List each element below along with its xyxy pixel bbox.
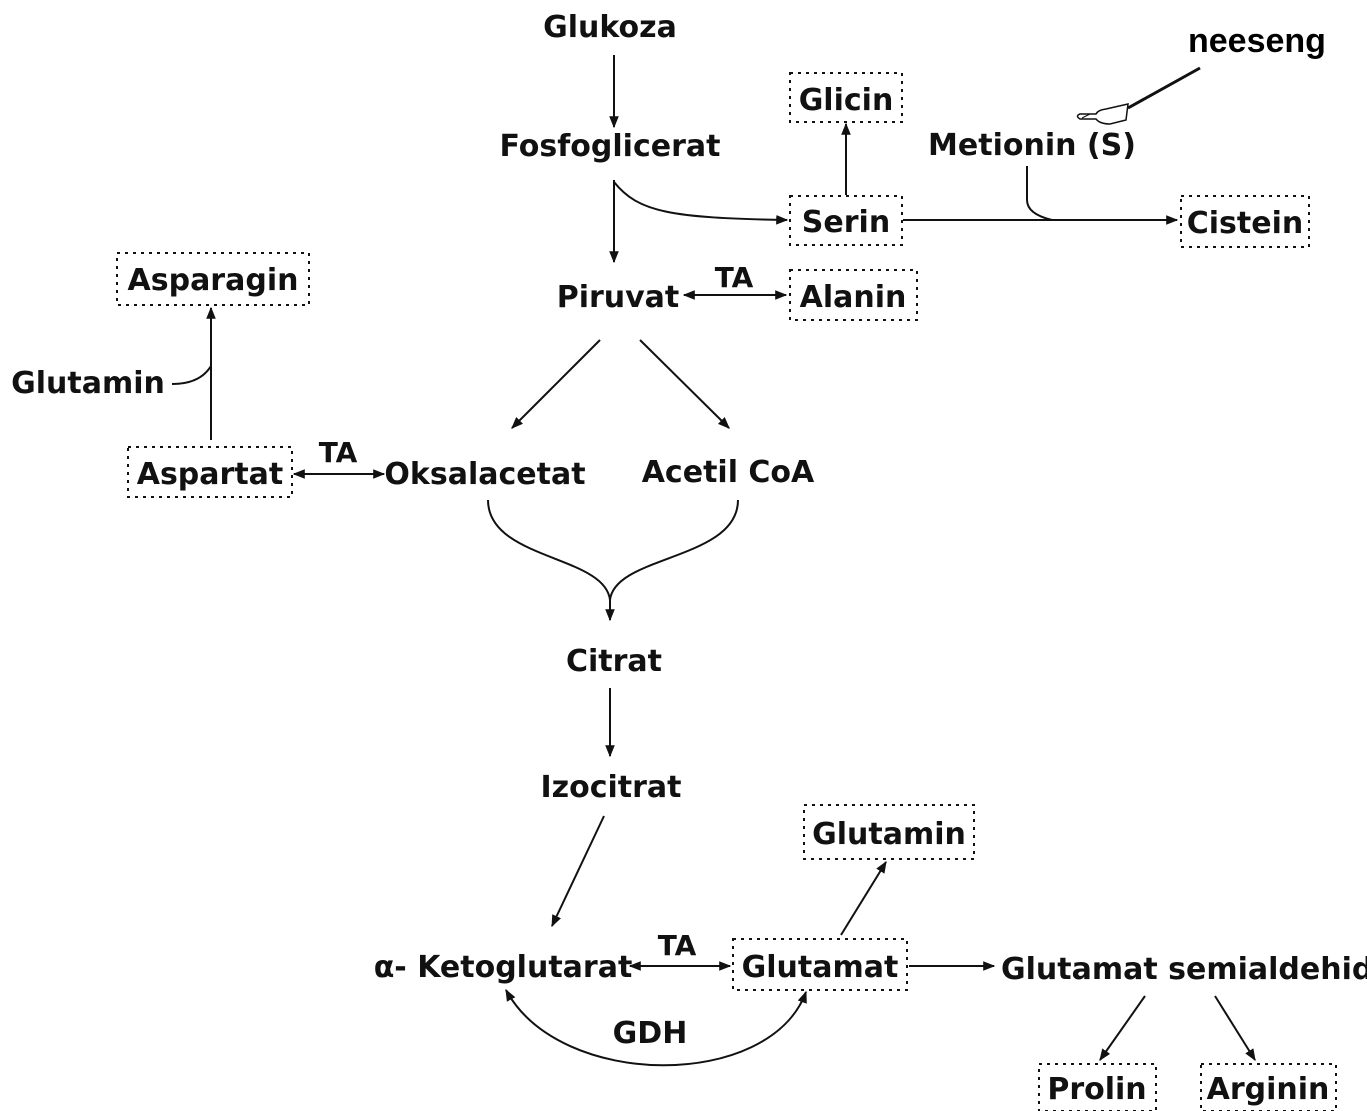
enzyme-ta-ketoglutarat: TA [658,929,697,962]
arrow-semialdehid-prolin [1099,995,1146,1061]
node-acetil-coa: Acetil CoA [642,455,815,490]
node-glukoza: Glukoza [543,10,677,45]
node-asparagin: Asparagin [128,263,299,298]
node-izocitrat: Izocitrat [540,770,681,805]
node-glutamat: Glutamat [742,950,899,985]
serin-box [789,195,903,246]
node-citrat: Citrat [566,644,662,679]
enzyme-ta-piruvat: TA [715,261,754,294]
arrow-izocitrat-ketoglutarat [551,815,605,928]
header-text: neeseng [1188,22,1326,60]
curve-oksalacetat-citrat [487,499,611,601]
glutamat-box [732,938,908,991]
aspartat-box [127,446,293,498]
curve-acetilcoa-citrat [609,499,739,601]
arrow-piruvat-acetilcoa [639,339,730,429]
metionin-sulfur-line [1026,166,1053,221]
node-cistein: Cistein [1187,206,1303,241]
node-metionin: Metionin (S) [928,128,1136,163]
glutamin-input-line [171,365,212,385]
node-alanin: Alanin [800,280,907,315]
alanin-box [789,269,918,321]
arrow-fosfoglicerat-serin [613,181,789,225]
arrow-gdh [505,988,807,1067]
arrow-piruvat-oksalacetat [511,339,601,429]
node-arginin: Arginin [1207,1072,1330,1107]
node-glutamin-right: Glutamin [812,817,966,852]
enzyme-gdh: GDH [613,1016,688,1051]
glicin-box [789,72,903,123]
node-aspartat: Aspartat [137,457,284,492]
cistein-box [1180,195,1310,248]
asparagin-box [116,252,310,306]
node-glutamat-semialdehid: Glutamat semialdehid [1001,952,1367,987]
node-prolin: Prolin [1047,1072,1146,1107]
node-serin: Serin [802,205,890,240]
pointing-hand-icon [1076,66,1201,125]
node-glicin: Glicin [799,83,894,118]
node-ketoglutarat: α- Ketoglutarat [374,950,633,985]
prolin-box [1038,1063,1157,1111]
node-oksalacetat: Oksalacetat [384,457,585,492]
arrow-semialdehid-arginin [1214,995,1256,1062]
node-glutamin-left: Glutamin [11,366,165,401]
node-piruvat: Piruvat [557,280,680,315]
node-fosfoglicerat: Fosfoglicerat [500,129,721,164]
arrow-glutamat-glutamin [840,860,887,936]
enzyme-ta-aspartat: TA [319,436,358,469]
